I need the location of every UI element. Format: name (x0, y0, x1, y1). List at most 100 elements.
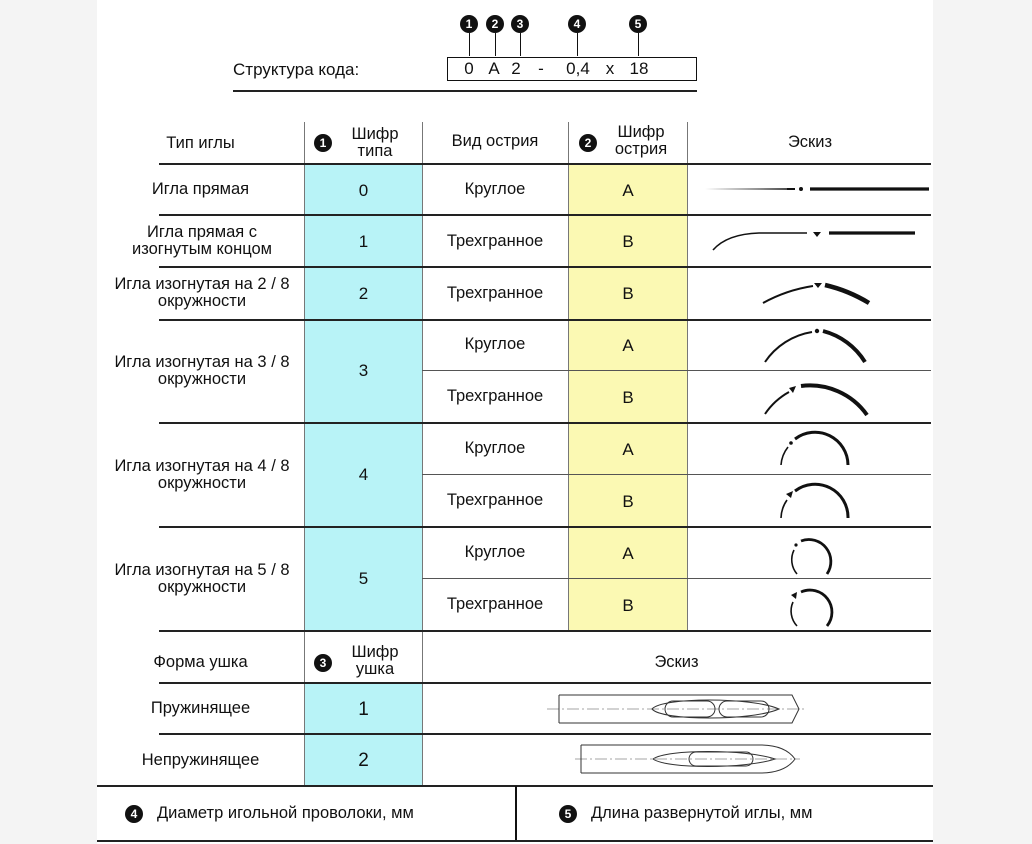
code-char-dash: - (538, 59, 544, 78)
table-row-point: Круглое (464, 180, 526, 198)
table-row-point-code: A (622, 439, 634, 459)
eye-row-code: 2 (358, 749, 369, 771)
point-code-column (569, 164, 687, 632)
table-row-point: Круглое (464, 335, 526, 353)
table-row-point-code: B (622, 231, 634, 251)
eye-header-form: Форма ушка (153, 653, 248, 671)
row-line-3 (159, 422, 931, 424)
table-row-type: Игла изогнутая на 4 / 8 окружности (114, 456, 290, 492)
code-char-type: 0 (464, 59, 474, 78)
subrow-line-3 (422, 370, 931, 371)
footer-length: 5 Длина развернутой иглы, мм (559, 804, 813, 823)
needle-5-8-triangular-icon (790, 588, 834, 627)
needle-3-8-triangular-icon (764, 383, 869, 417)
marker-5-icon: 5 (559, 804, 577, 823)
length-label: Длина развернутой иглы, мм (591, 804, 813, 822)
table-row-type: Игла изогнутая на 2 / 8 окружности (114, 275, 290, 310)
subrow-line-4 (422, 474, 931, 475)
marker-1: 1 (460, 15, 478, 33)
table-vline-2 (422, 122, 423, 632)
table-row-point-code: B (622, 596, 634, 615)
header-sketch: Эскиз (787, 133, 833, 151)
needle-header-line (159, 163, 931, 165)
table-row-point: Круглое (464, 542, 526, 561)
eye-vline-1 (304, 632, 305, 785)
leader-2 (495, 33, 496, 56)
header-type-marker: 1 (314, 134, 332, 152)
table-vline-1 (304, 122, 305, 632)
leader-1 (469, 33, 470, 56)
needle-4-8-triangular-icon (780, 482, 850, 519)
non-spring-eye-icon (575, 744, 800, 774)
table-row-type: Игла изогнутая на 5 / 8 окружности (114, 560, 290, 596)
needle-4-8-round-icon (780, 430, 850, 466)
table-row-point: Трехгранное (446, 387, 544, 405)
marker-5: 5 (629, 15, 647, 33)
table-row-point-code: A (622, 181, 634, 200)
eye-row-form: Пружинящее (150, 699, 251, 717)
eye-row-code: 1 (358, 699, 369, 720)
table-row-point: Трехгранное (446, 491, 544, 509)
code-box (447, 57, 697, 81)
table-row-point: Трехгранное (446, 284, 544, 302)
table-row-type-code: 1 (358, 231, 369, 251)
table-row-type-code: 3 (358, 361, 369, 380)
table-row-type-code: 4 (358, 464, 369, 484)
straight-needle-icon (705, 187, 929, 191)
table-vline-3 (568, 122, 569, 632)
marker-4: 4 (568, 15, 586, 33)
leader-3 (520, 33, 521, 56)
code-char-eye: 2 (511, 59, 521, 78)
row-line-2 (159, 319, 931, 321)
row-line-5 (159, 630, 931, 632)
table-row-point-code: B (622, 388, 634, 407)
subrow-line-5 (422, 578, 931, 579)
table-row-point: Круглое (464, 438, 526, 457)
header-point: Вид острия (451, 132, 539, 150)
leader-4 (577, 33, 578, 56)
eye-row-form: Непружинящее (141, 750, 260, 769)
type-code-column (305, 164, 422, 632)
table-row-point: Трехгранное (446, 595, 544, 613)
eye-vline-2 (422, 632, 423, 785)
table-row-point-code: B (622, 284, 634, 303)
marker-2: 2 (486, 15, 504, 33)
table-row-point-code: B (622, 492, 634, 511)
footer-bottom-line (97, 840, 933, 842)
code-structure-label: Структура кода: (233, 60, 360, 79)
eye-header-marker: 3 (314, 654, 332, 672)
table-row-type-code: 0 (358, 181, 369, 200)
table-row-type: Игла изогнутая на 3 / 8 окружности (114, 353, 290, 388)
footer-diameter: 4 Диаметр игольной проволоки, мм (125, 804, 414, 823)
marker-3: 3 (511, 15, 529, 33)
eye-bottom-line (97, 785, 933, 787)
needle-5-8-round-icon (790, 538, 833, 575)
needle-3-8-round-icon (764, 328, 867, 364)
needle-code-diagram: Структура кода: 0 A 2 - 0,4 x 18 1 2 3 4… (97, 0, 933, 844)
code-char-diameter: 0,4 (566, 59, 590, 78)
code-underline (233, 90, 697, 92)
header-point-code: Шифр острия (614, 123, 668, 158)
code-char-point: A (488, 59, 500, 78)
table-row-type: Игла прямая с изогнутым концом (132, 222, 272, 258)
table-row-type-code: 2 (358, 284, 369, 303)
spring-eye-icon (547, 694, 807, 724)
row-line-0 (159, 214, 931, 216)
leader-5 (638, 33, 639, 56)
code-char-x: x (605, 59, 615, 78)
eye-header-line (159, 682, 931, 684)
diameter-label: Диаметр игольной проволоки, мм (157, 804, 414, 822)
table-vline-4 (687, 122, 688, 632)
footer-divider (515, 786, 517, 840)
header-type-code: Шифр типа (351, 125, 399, 160)
eye-header-code: Шифр ушка (351, 643, 399, 678)
table-row-point-code: A (622, 543, 634, 563)
eye-header-sketch: Эскиз (654, 653, 699, 671)
eye-row-line (159, 733, 931, 735)
table-row-point-code: A (622, 336, 634, 355)
row-line-1 (159, 266, 931, 268)
code-char-length: 18 (629, 59, 649, 78)
table-row-type: Игла прямая (151, 180, 250, 198)
row-line-4 (159, 526, 931, 528)
curved-end-needle-icon (712, 231, 915, 251)
